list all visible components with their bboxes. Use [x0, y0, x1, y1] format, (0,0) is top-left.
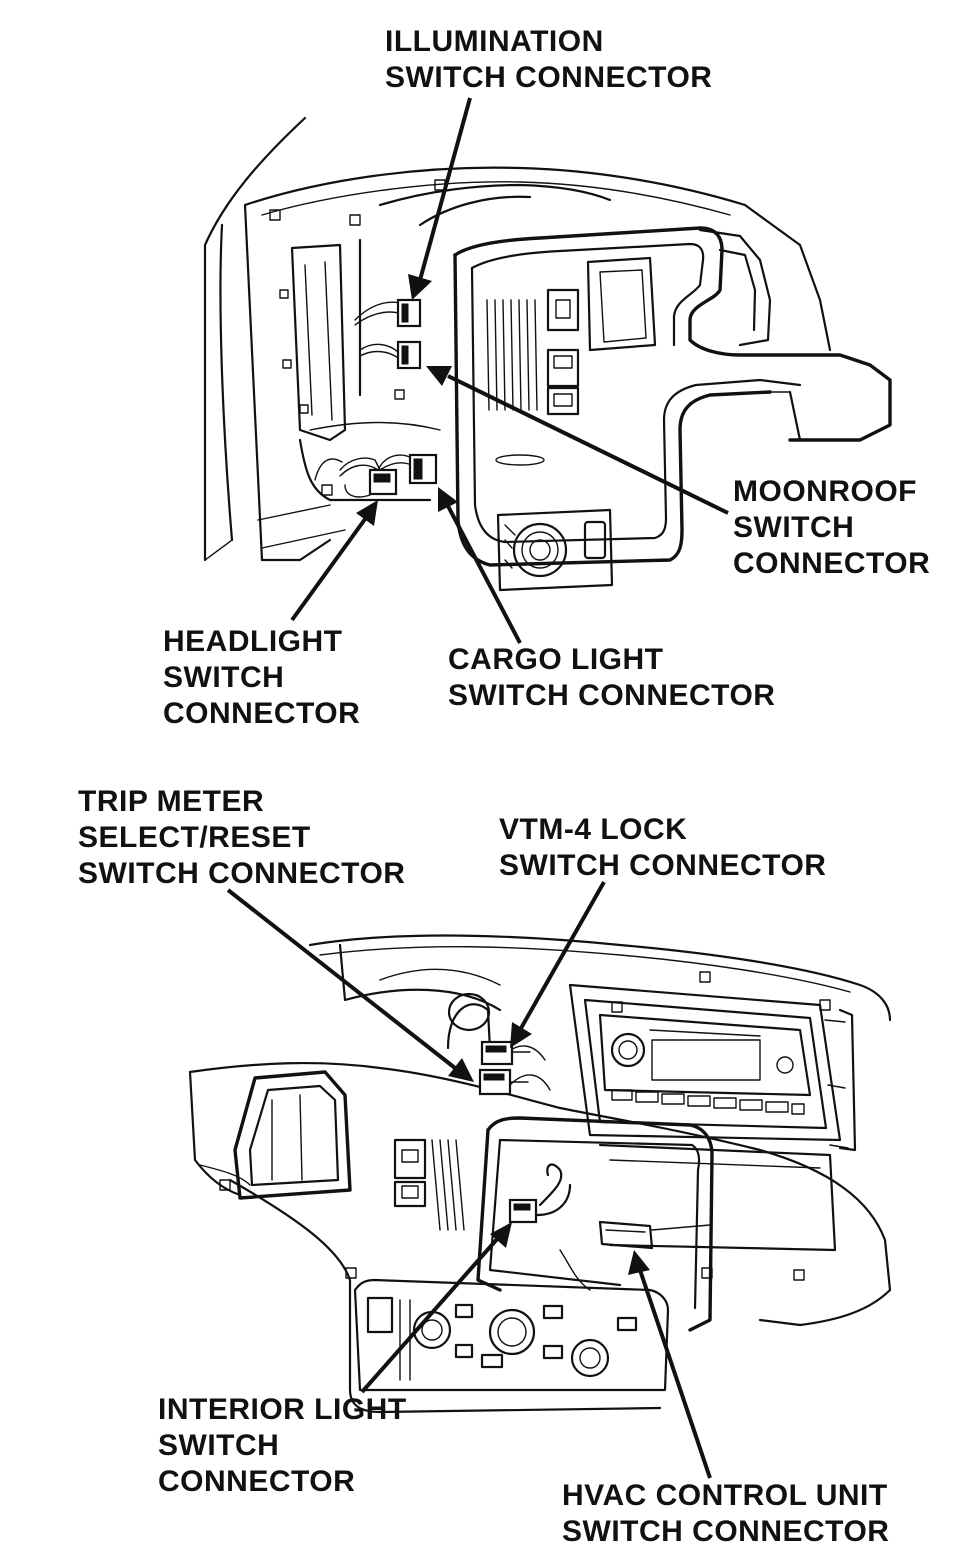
label-line: SWITCH: [733, 511, 855, 544]
illumination-switch-connector-label: ILLUMINATION SWITCH CONNECTOR: [385, 24, 712, 96]
label-line: SWITCH: [163, 661, 285, 694]
moonroof-leader: [447, 374, 729, 515]
interior-light-switch-connector-label: INTERIOR LIGHT SWITCH CONNECTOR: [158, 1392, 407, 1500]
label-line: CARGO LIGHT: [448, 643, 664, 676]
cargo-light-leader: [446, 505, 522, 644]
bottom-dashboard-illustration: [188, 934, 892, 1414]
moonroof-switch-connector-label: MOONROOF SWITCH CONNECTOR: [733, 474, 930, 582]
trip-meter-select-reset-switch-connector-label: TRIP METER SELECT/RESET SWITCH CONNECTOR: [78, 784, 405, 892]
hvac-leader: [638, 1269, 712, 1479]
hvac-control-unit-switch-connector-label: HVAC CONTROL UNIT SWITCH CONNECTOR: [562, 1478, 889, 1550]
vtm4-leader: [518, 881, 606, 1031]
label-line: SWITCH CONNECTOR: [448, 679, 776, 712]
label-line: CONNECTOR: [163, 697, 361, 730]
interior-light-leader: [360, 1236, 500, 1394]
label-line: SWITCH CONNECTOR: [499, 849, 827, 882]
label-line: SWITCH CONNECTOR: [562, 1515, 890, 1548]
label-line: ILLUMINATION: [385, 25, 604, 58]
label-line: SWITCH CONNECTOR: [78, 857, 406, 890]
top-dashboard-illustration: [203, 116, 892, 592]
label-line: SELECT/RESET: [78, 821, 311, 854]
vtm4-lock-switch-connector-label: VTM-4 LOCK SWITCH CONNECTOR: [499, 812, 826, 884]
label-line: TRIP METER: [78, 785, 265, 818]
label-line: CONNECTOR: [158, 1465, 356, 1498]
label-line: SWITCH CONNECTOR: [385, 61, 713, 94]
illumination-leader: [418, 97, 472, 281]
cargo-light-switch-connector-label: CARGO LIGHT SWITCH CONNECTOR: [448, 642, 775, 714]
label-line: INTERIOR LIGHT: [158, 1393, 407, 1426]
headlight-switch-connector-label: HEADLIGHT SWITCH CONNECTOR: [163, 624, 360, 732]
label-line: HEADLIGHT: [163, 625, 343, 658]
trip-meter-leader: [226, 888, 457, 1070]
label-line: CONNECTOR: [733, 547, 931, 580]
label-line: VTM-4 LOCK: [499, 813, 688, 846]
label-line: MOONROOF: [733, 475, 917, 508]
label-line: HVAC CONTROL UNIT: [562, 1479, 888, 1512]
leader-arrows: [226, 97, 729, 1479]
headlight-leader: [290, 513, 370, 622]
label-line: SWITCH: [158, 1429, 280, 1462]
